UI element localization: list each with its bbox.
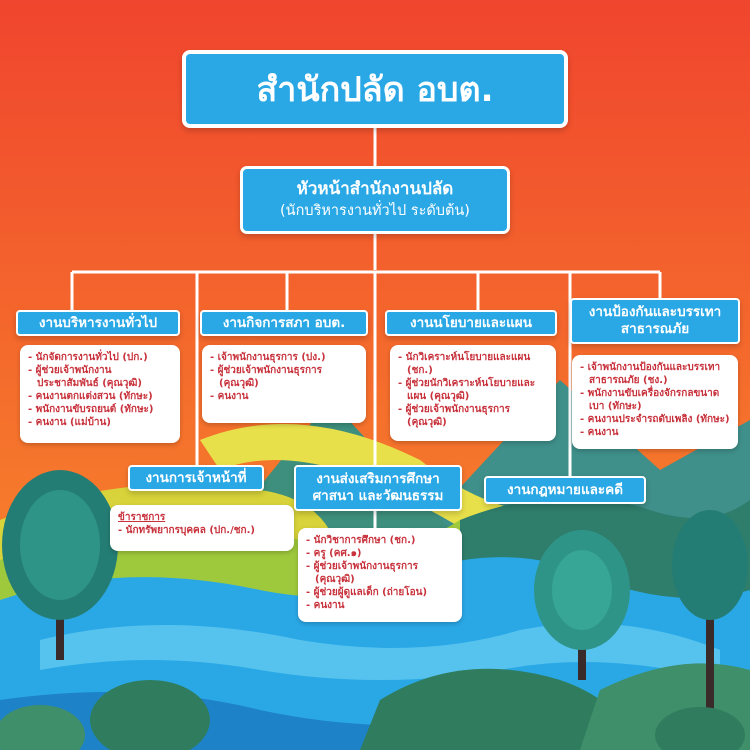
list-item: คนงาน xyxy=(580,426,730,439)
head-of-office-box: หัวหน้าสำนักงานปลัด (นักบริหารงานทั่วไป … xyxy=(240,166,510,234)
card-education: นักวิชาการศึกษา (ชก.) ครู (คศ.๑) ผู้ช่วย… xyxy=(298,528,462,622)
list-item: คนงาน xyxy=(210,390,358,403)
list-item: ผู้ช่วยเจ้าพนักงานประชาสัมพันธ์ (คุณวุฒิ… xyxy=(28,364,172,390)
card-personnel: ข้าราชการ นักทรัพยากรบุคคล (ปก./ชก.) xyxy=(110,505,294,551)
list-disaster: เจ้าพนักงานป้องกันและบรรเทาสาธารณภัย (ชง… xyxy=(580,361,730,439)
head-title: หัวหน้าสำนักงานปลัด xyxy=(296,179,454,199)
card-council: เจ้าพนักงานธุรการ (ปง.) ผู้ช่วยเจ้าพนักง… xyxy=(202,345,366,423)
dept-legal: งานกฎหมายและคดี xyxy=(484,476,646,504)
dept-personnel: งานการเจ้าหน้าที่ xyxy=(128,465,264,491)
list-item: พนักงานขับรถยนต์ (ทักษะ) xyxy=(28,403,172,416)
list-personnel: นักทรัพยากรบุคคล (ปก./ชก.) xyxy=(118,524,286,537)
list-council: เจ้าพนักงานธุรการ (ปง.) ผู้ช่วยเจ้าพนักง… xyxy=(210,351,358,403)
list-item: ผู้ช่วยเจ้าพนักงานธุรการ (คุณวุฒิ) xyxy=(306,560,454,586)
bushes xyxy=(0,680,745,750)
list-education: นักวิชาการศึกษา (ชก.) ครู (คศ.๑) ผู้ช่วย… xyxy=(306,534,454,612)
list-item: คนงาน xyxy=(306,599,454,612)
river-light xyxy=(40,623,720,680)
list-policy: นักวิเคราะห์นโยบายและแผน (ชก.) ผู้ช่วยนั… xyxy=(398,351,548,429)
card-general-admin: นักจัดการงานทั่วไป (ปก.) ผู้ช่วยเจ้าพนัก… xyxy=(20,345,180,443)
list-item: ผู้ช่วยผู้ดูแลเด็ก (ถ่ายโอน) xyxy=(306,586,454,599)
dept-disaster: งานป้องกันและบรรเทาสาธารณภัย xyxy=(570,298,740,344)
list-item: เจ้าพนักงานธุรการ (ปง.) xyxy=(210,351,358,364)
dept-council: งานกิจการสภา อบต. xyxy=(200,310,368,336)
hill-yellow-stripe xyxy=(200,424,520,540)
tree-left xyxy=(2,470,118,660)
list-item: ครู (คศ.๑) xyxy=(306,547,454,560)
card-disaster: เจ้าพนักงานป้องกันและบรรเทาสาธารณภัย (ชง… xyxy=(572,355,738,449)
dept-policy: งานนโยบายและแผน xyxy=(385,310,557,336)
office-title: สำนักปลัด อบต. xyxy=(182,50,568,128)
list-item: คนงานประจำรถดับเพลิง (ทักษะ) xyxy=(580,413,730,426)
card-policy: นักวิเคราะห์นโยบายและแผน (ชก.) ผู้ช่วยนั… xyxy=(390,345,556,441)
list-item: นักวิชาการศึกษา (ชก.) xyxy=(306,534,454,547)
list-item: คนงานตกแต่งสวน (ทักษะ) xyxy=(28,390,172,403)
list-item: นักวิเคราะห์นโยบายและแผน (ชก.) xyxy=(398,351,548,377)
island-green xyxy=(360,668,640,750)
list-item: เจ้าพนักงานป้องกันและบรรเทาสาธารณภัย (ชง… xyxy=(580,361,730,387)
tree-center xyxy=(534,530,630,680)
personnel-header: ข้าราชการ xyxy=(118,512,166,523)
list-item: ผู้ช่วยเจ้าพนักงานธุรการ (คุณวุฒิ) xyxy=(210,364,358,390)
list-item: นักทรัพยากรบุคคล (ปก./ชก.) xyxy=(118,524,286,537)
tree-right xyxy=(672,510,748,710)
list-item: นักจัดการงานทั่วไป (ปก.) xyxy=(28,351,172,364)
dept-education: งานส่งเสริมการศึกษา ศาสนา และวัฒนธรรม xyxy=(294,465,462,511)
list-general-admin: นักจัดการงานทั่วไป (ปก.) ผู้ช่วยเจ้าพนัก… xyxy=(28,351,172,429)
dept-general-admin: งานบริหารงานทั่วไป xyxy=(16,310,180,336)
head-subtitle: (นักบริหารงานทั่วไป ระดับต้น) xyxy=(280,203,470,219)
list-item: ผู้ช่วยเจ้าพนักงานธุรการ (คุณวุฒิ) xyxy=(398,403,548,429)
list-item: พนักงานขับเครื่องจักรกลขนาดเบา (ทักษะ) xyxy=(580,387,730,413)
list-item: ผู้ช่วยนักวิเคราะห์นโยบายและแผน (คุณวุฒิ… xyxy=(398,377,548,403)
list-item: คนงาน (แม่บ้าน) xyxy=(28,416,172,429)
